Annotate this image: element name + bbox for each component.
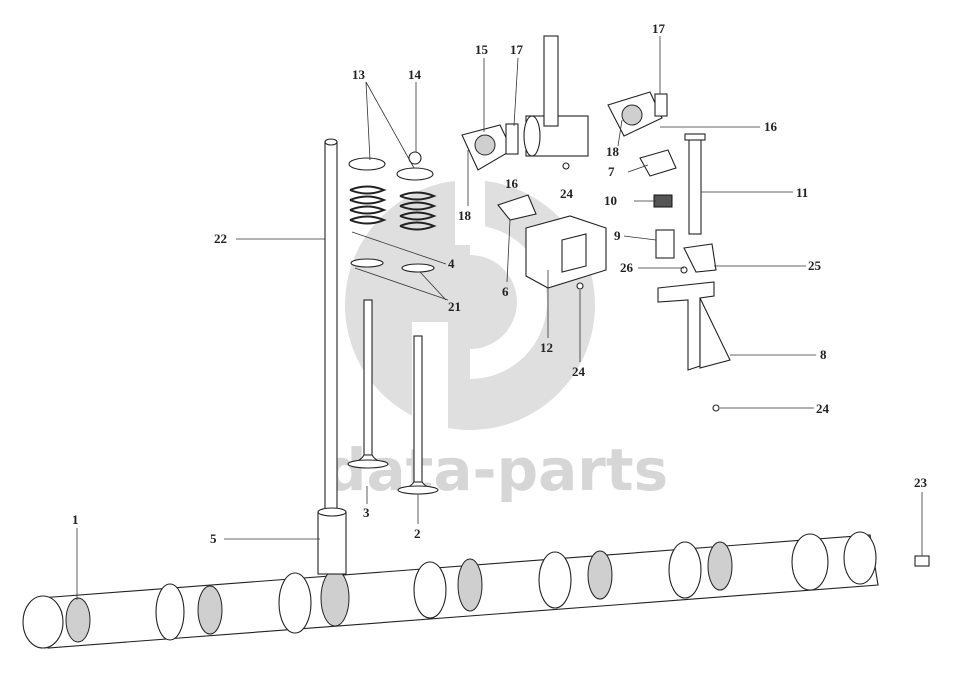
label-part-21: 21 — [448, 299, 461, 314]
bracket-8 — [657, 281, 731, 371]
leader-lines — [76, 36, 923, 600]
label-part-24a: 24 — [560, 186, 574, 201]
label-part-24b: 24 — [572, 364, 586, 379]
clip-25 — [683, 243, 717, 273]
label-part-16b: 16 — [764, 119, 778, 134]
label-part-17b: 17 — [652, 21, 666, 36]
label-part-4: 4 — [448, 256, 455, 271]
label-part-10: 10 — [604, 193, 617, 208]
label-part-2: 2 — [414, 526, 421, 541]
clip-7 — [639, 149, 677, 177]
rocker-shaft-support — [523, 35, 589, 157]
label-part-8: 8 — [820, 347, 827, 362]
part-labels: 1 2 3 4 5 6 7 8 9 10 11 12 13 14 15 16 1… — [72, 21, 928, 546]
label-part-14: 14 — [408, 67, 422, 82]
label-part-5: 5 — [210, 531, 217, 546]
label-part-25: 25 — [808, 258, 822, 273]
bolt-11 — [684, 133, 706, 235]
label-part-1: 1 — [72, 512, 79, 527]
rocker-arm-left — [461, 123, 519, 171]
label-part-23: 23 — [914, 475, 928, 490]
bracket-16-6 — [497, 194, 537, 221]
label-part-7: 7 — [608, 164, 615, 179]
label-part-11: 11 — [796, 185, 808, 200]
push-rod — [324, 138, 338, 513]
label-part-24c: 24 — [816, 401, 830, 416]
camshaft — [22, 531, 879, 649]
plug-23 — [914, 555, 930, 567]
rocker-arm-right — [607, 91, 668, 137]
label-part-18a: 18 — [458, 208, 472, 223]
tappet — [317, 507, 347, 575]
watermark-text: data-parts — [325, 436, 668, 504]
label-part-3: 3 — [363, 505, 370, 520]
label-part-22: 22 — [214, 231, 227, 246]
nut-10 — [653, 194, 673, 208]
label-part-16a: 16 — [505, 176, 519, 191]
valve-springs — [348, 151, 437, 273]
label-part-15: 15 — [475, 42, 489, 57]
valve-3 — [347, 299, 389, 469]
label-part-6: 6 — [502, 284, 509, 299]
spacer-9 — [655, 229, 675, 259]
label-part-26: 26 — [620, 260, 634, 275]
bracket-12 — [525, 215, 607, 289]
small-pins — [562, 162, 720, 412]
label-part-18b: 18 — [606, 144, 620, 159]
label-part-13: 13 — [352, 67, 366, 82]
label-part-9: 9 — [614, 228, 621, 243]
label-part-17a: 17 — [510, 42, 524, 57]
label-part-12: 12 — [540, 340, 553, 355]
